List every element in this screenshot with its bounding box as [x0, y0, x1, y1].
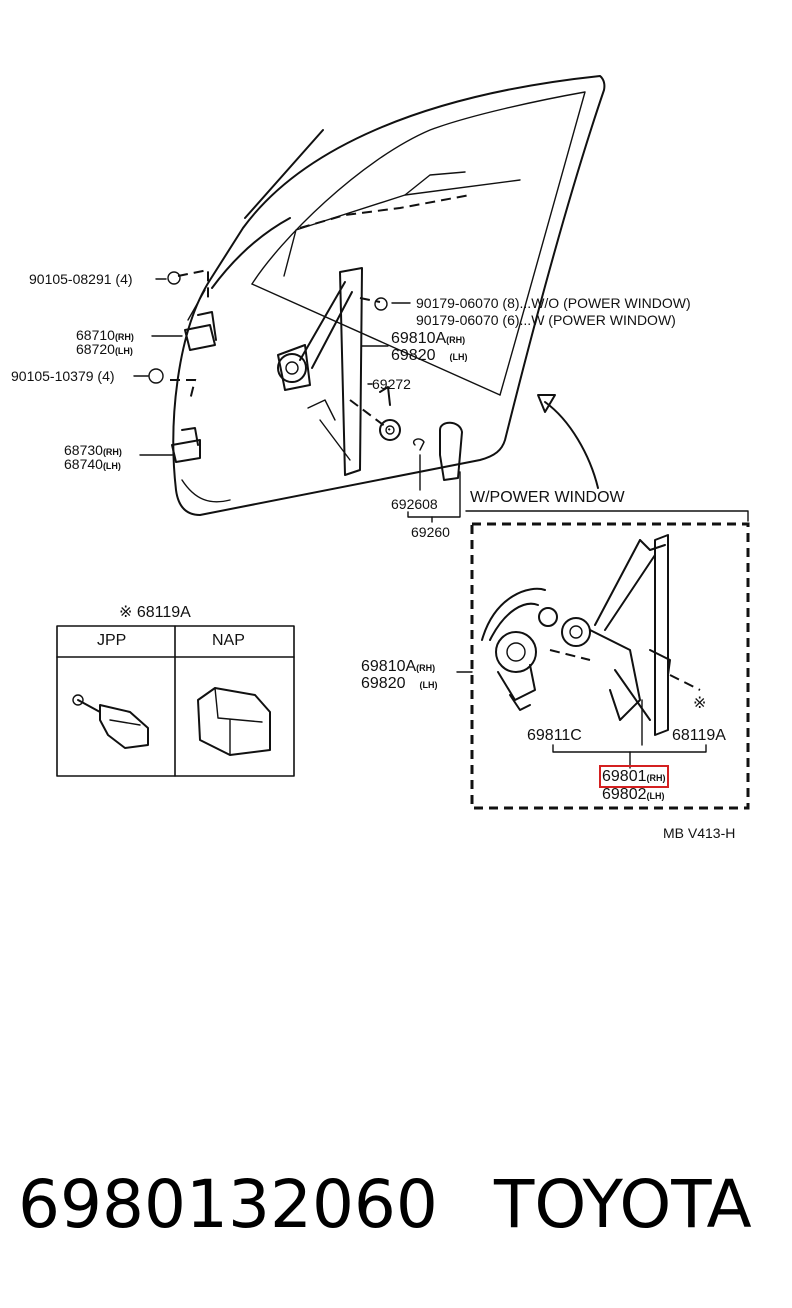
part-number: 69801 — [602, 768, 647, 785]
power-window-regulator-lh: 69820 (LH) — [361, 676, 438, 693]
assembly-lh: 69802(LH) — [602, 787, 665, 804]
callout-regulator-lh: 69820 (LH) — [391, 348, 468, 365]
footer-part-number: 6980132060 — [18, 1166, 438, 1243]
lh-tag: (LH) — [646, 791, 665, 801]
part-number: 68720 — [76, 341, 115, 357]
part-number: 69820 — [391, 347, 436, 364]
callout-hinge-upper-lh: 68720(LH) — [76, 342, 133, 358]
part-number: 69820 — [361, 675, 406, 692]
callout-handle-part: 69272 — [372, 376, 411, 392]
part-number: 68730 — [64, 442, 103, 458]
power-window-box — [470, 522, 750, 810]
callout-bolt-top: 90105-08291 (4) — [29, 271, 133, 287]
arrow-head — [537, 394, 556, 413]
callout-clip-line-2: 90179-06070 (6)...W (POWER WINDOW) — [416, 312, 676, 328]
door-panel — [172, 75, 606, 516]
lh-tag: (LH) — [449, 352, 468, 362]
hinge-parts — [148, 268, 217, 463]
rh-tag: (RH) — [446, 335, 466, 345]
part-number: 69802 — [602, 786, 647, 803]
callout-hinge-lower: 68730(RH) — [64, 443, 122, 459]
callout-hinge-lower-lh: 68740(LH) — [64, 457, 121, 473]
rh-tag: (RH) — [102, 447, 122, 457]
detail-arrow — [544, 401, 599, 489]
note-table-title: ※ 68119A — [119, 604, 191, 621]
power-window-regulator: 69810A(RH) — [361, 659, 435, 676]
part-number: 69810A — [361, 658, 417, 675]
motor-part: 69811C — [527, 727, 582, 744]
power-regulator-art — [481, 534, 707, 769]
rh-tag: (RH) — [114, 332, 134, 342]
lh-tag: (LH) — [102, 461, 121, 471]
callout-hinge-upper: 68710(RH) — [76, 328, 134, 344]
part-number: 68740 — [64, 456, 103, 472]
nap-connector-art — [197, 687, 271, 756]
callout-regulator: 69810A(RH) — [391, 331, 465, 348]
power-window-title-leader — [465, 510, 749, 522]
callout-bolt-mid: 90105-10379 (4) — [11, 368, 115, 384]
highlighted-part-number[interactable]: 69801(RH) — [599, 765, 669, 788]
callout-clip-line-1: 90179-06070 (8)...W/O (POWER WINDOW) — [416, 295, 691, 311]
rh-tag: (RH) — [416, 663, 436, 673]
note-mark: ※ — [693, 695, 707, 712]
manual-regulator-art — [277, 267, 463, 481]
jpp-connector-art — [72, 694, 149, 749]
note-table-col-nap: NAP — [212, 632, 245, 649]
note-table-col-jpp: JPP — [97, 632, 127, 649]
assembly-rh[interactable]: 69801(RH) — [599, 765, 669, 788]
callout-clip-part: 692608 — [391, 496, 438, 512]
leader-lines — [133, 278, 461, 523]
note-part: 68119A — [672, 727, 726, 744]
part-number: 69810A — [391, 330, 447, 347]
part-number: 68710 — [76, 327, 115, 343]
power-window-title: W/POWER WINDOW — [470, 489, 625, 506]
footer-brand: TOYOTA — [494, 1166, 752, 1243]
note-table-frame — [56, 625, 295, 777]
callout-knob-part: 69260 — [411, 524, 450, 540]
lh-tag: (LH) — [419, 680, 438, 690]
rh-tag: (RH) — [646, 773, 666, 783]
diagram-code: MB V413-H — [663, 825, 736, 841]
lh-tag: (LH) — [114, 346, 133, 356]
